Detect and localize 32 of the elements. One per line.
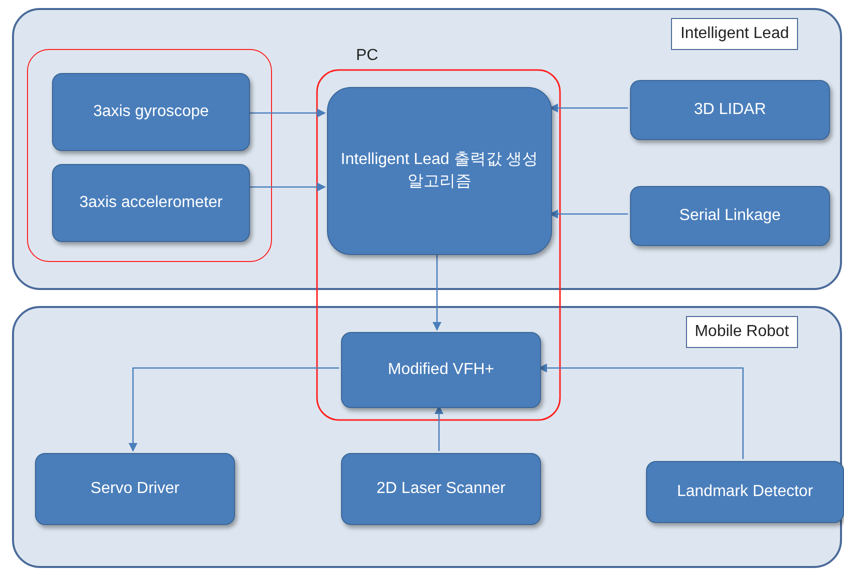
box-label: 2D Laser Scanner <box>376 479 506 500</box>
box-label: Serial Linkage <box>679 206 781 226</box>
box-label: 3D LIDAR <box>694 100 766 120</box>
process-box <box>52 164 250 242</box>
arrow <box>432 253 442 331</box>
process-box <box>630 186 830 246</box>
arrow <box>538 363 744 459</box>
process-box <box>646 461 844 523</box>
group-label: PC <box>356 46 378 66</box>
arrow <box>247 182 326 192</box>
system-panel <box>12 8 842 290</box>
system-panel <box>12 306 842 568</box>
arrow <box>549 209 628 219</box>
process-box <box>327 87 552 255</box>
process-box <box>35 453 235 525</box>
process-box <box>630 80 830 140</box>
arrow <box>128 367 339 452</box>
box-label: Servo Driver <box>90 479 180 500</box>
box-label: 3axis gyroscope <box>93 102 209 122</box>
process-box <box>341 332 541 408</box>
panel-title: Intelligent Lead <box>671 18 798 50</box>
process-box <box>52 73 250 151</box>
box-label: Intelligent Lead 출력값 생성 알고리즘 <box>340 150 540 192</box>
panel-title: Mobile Robot <box>686 316 798 348</box>
arrow <box>247 108 326 118</box>
box-label: Modified VFH+ <box>388 360 494 380</box>
box-label: Landmark Detector <box>676 482 814 502</box>
arrow <box>549 103 628 113</box>
process-box <box>341 453 541 525</box>
box-label: 3axis accelerometer <box>79 193 223 214</box>
arrow <box>434 405 444 451</box>
group-outline <box>27 49 272 262</box>
